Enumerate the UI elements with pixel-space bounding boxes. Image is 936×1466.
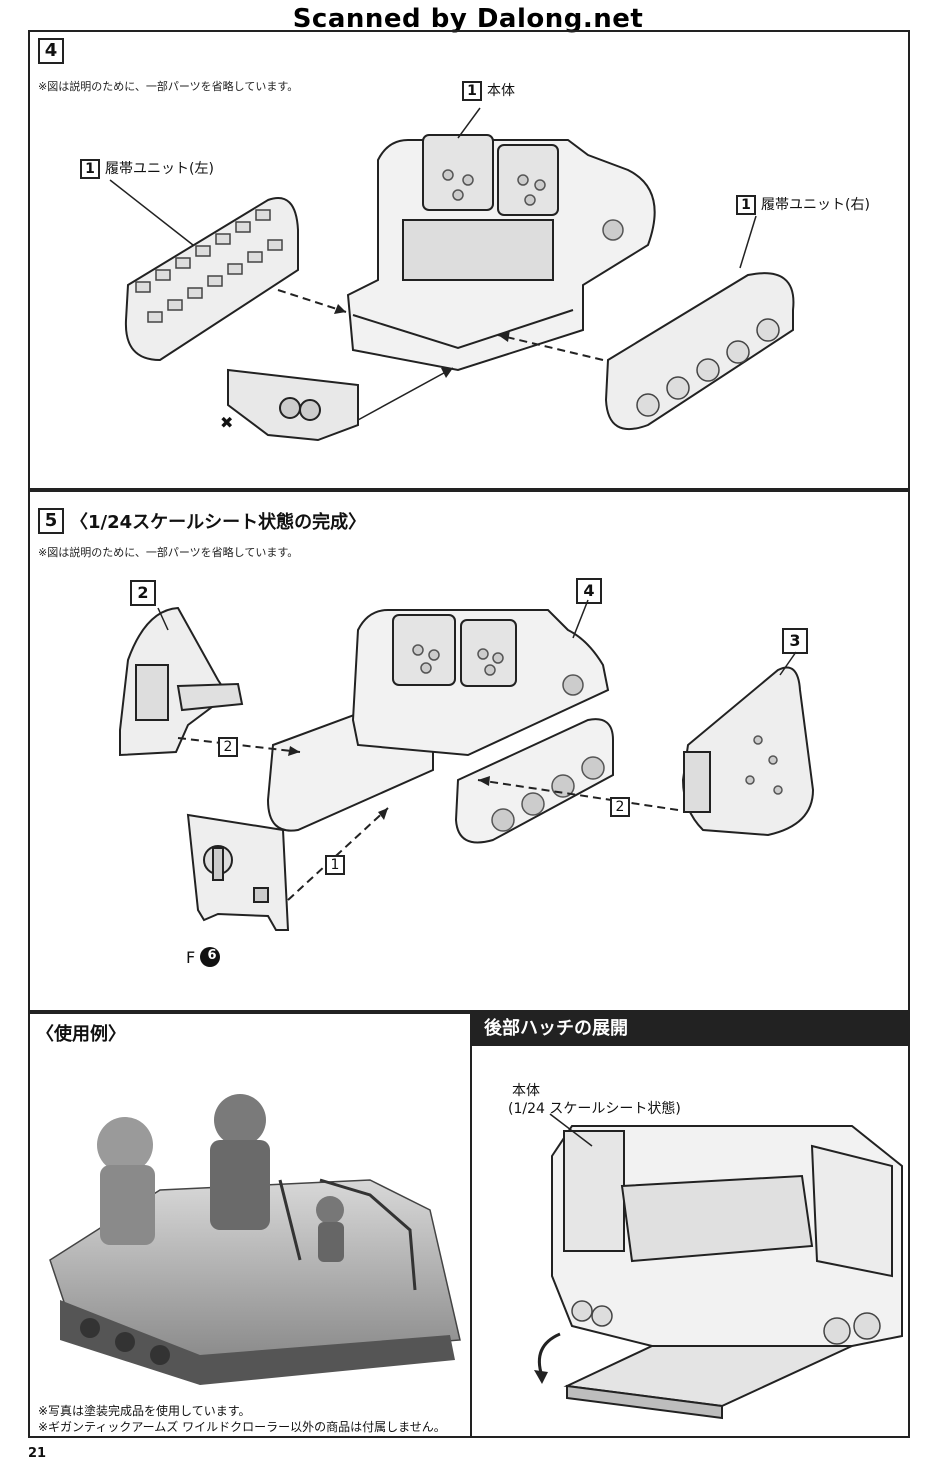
- step4-track-right-label: 1 履帯ユニット(右): [736, 194, 870, 215]
- step5-note: ※図は説明のために、一部パーツを省略しています。: [38, 546, 299, 559]
- step4-note: ※図は説明のために、一部パーツを省略しています。: [38, 80, 299, 93]
- step5-number: 5: [38, 508, 64, 534]
- partF-letter: F: [186, 948, 196, 967]
- hatch-body-label-1: 本体: [512, 1083, 540, 1099]
- step4-body-label: 1 本体: [462, 80, 515, 101]
- callout-part-4: 4: [576, 578, 607, 604]
- usage-note-2: ※ギガンティックアームズ ワイルドクローラー以外の商品は付属しません。: [38, 1420, 446, 1434]
- arrow-right-part-num: 2: [610, 797, 635, 817]
- step4-track-left-label: 1 履帯ユニット(左): [80, 158, 214, 179]
- step4-panel: [28, 30, 910, 490]
- partF-number-circle: [200, 947, 220, 967]
- main-body-drawing: [346, 134, 656, 372]
- track-left-text: 履帯ユニット(左): [105, 161, 214, 177]
- body-part-number: 1: [462, 81, 482, 101]
- step5-illustration: [119, 599, 815, 967]
- callout-part-2: 2: [130, 580, 161, 606]
- part2-drawing: [119, 606, 244, 757]
- callout-part-3: 3: [782, 628, 813, 654]
- step5-panel: [28, 490, 910, 1012]
- step4-number: 4: [38, 38, 64, 64]
- hatch-illustration: [534, 1113, 903, 1420]
- bottom-plate-drawing: [227, 368, 359, 442]
- hatch-ramp-drawing: [563, 1345, 853, 1420]
- partF-number: 6: [207, 948, 217, 963]
- step4-illustration: [109, 107, 795, 442]
- page-number: 21: [28, 1446, 47, 1461]
- hatch-body-label-2: (1/24 スケールシート状態): [508, 1101, 681, 1117]
- usage-photo: [30, 1060, 470, 1390]
- track-left-number: 1: [80, 159, 100, 179]
- hatch-title: 後部ハッチの展開: [472, 1012, 910, 1046]
- right-track-drawing: [604, 272, 795, 430]
- unused-part-mark: ✖: [220, 413, 234, 432]
- usage-title: 〈使用例〉: [36, 1024, 126, 1045]
- track-right-number: 1: [736, 195, 756, 215]
- scan-watermark: Scanned by Dalong.net: [292, 4, 644, 34]
- hatch-open-arrow: [537, 1332, 561, 1377]
- step5-title: 〈1/24スケールシート状態の完成〉: [70, 512, 367, 533]
- usage-note-1: ※写真は塗装完成品を使用しています。: [38, 1404, 251, 1418]
- assembled-body-drawing: [266, 609, 614, 844]
- track-right-text: 履帯ユニット(右): [761, 197, 870, 213]
- part3-drawing: [681, 666, 815, 837]
- partF-plate-drawing: [186, 813, 290, 931]
- body-part-text: 本体: [487, 83, 515, 99]
- left-track-drawing: [124, 197, 299, 362]
- arrow-left-part-num: 2: [218, 737, 243, 757]
- arrow-bottom-part-num: 1: [325, 855, 350, 875]
